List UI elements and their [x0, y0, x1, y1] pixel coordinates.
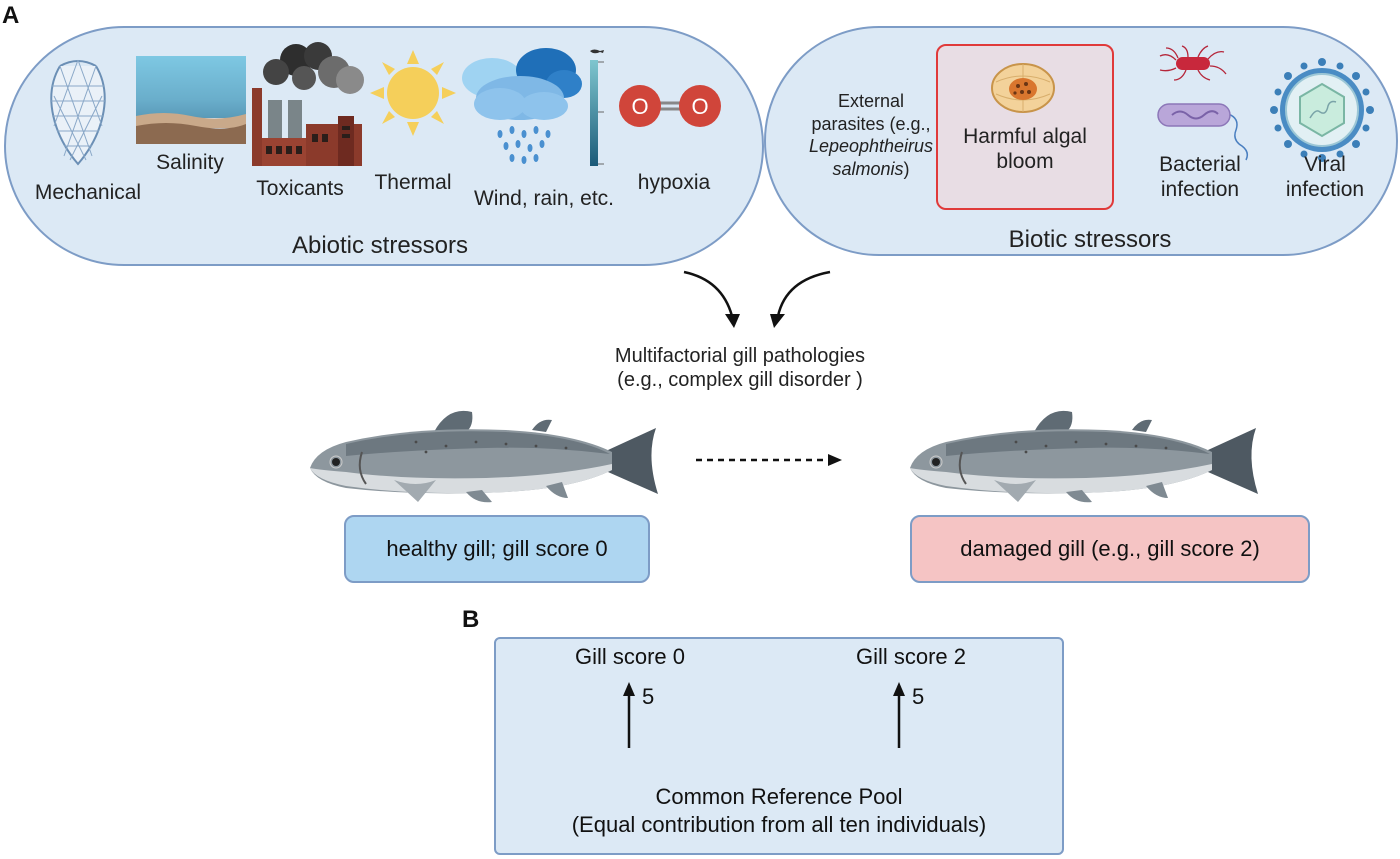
abiotic-stressors-panel — [4, 26, 764, 266]
gill-score-2-label: Gill score 2 — [855, 644, 967, 669]
factory-smoke-icon — [252, 42, 364, 166]
arrow-up-left — [623, 682, 635, 748]
rain-cloud-icon — [462, 48, 582, 164]
bacterial-line2: infection — [1160, 178, 1240, 202]
healthy-salmon-icon — [310, 410, 658, 503]
harmful-algal-bloom-line1: Harmful algal — [963, 125, 1087, 148]
healthy-gill-box: healthy gill; gill score 0 — [344, 515, 650, 583]
mechanical-label: Mechanical — [34, 181, 142, 204]
wind-rain-label: Wind, rain, etc. — [473, 187, 615, 210]
parasites-line2: parasites (e.g., — [811, 113, 931, 134]
pathology-line1: Multifactorial gill pathologies — [614, 345, 866, 367]
hypoxia-label: hypoxia — [637, 171, 711, 194]
arrow-right-head — [770, 314, 785, 328]
pathology-line2: (e.g., complex gill disorder ) — [617, 369, 863, 391]
common-reference-pool-subtitle: (Equal contribution from all ten individ… — [571, 812, 987, 837]
damaged-salmon-icon — [910, 410, 1258, 503]
thermal-label: Thermal — [374, 171, 452, 194]
pathology-caption: Multifactorial gill pathologies (e.g., c… — [560, 344, 920, 392]
harmful-algal-bloom-label: Harmful algal bloom — [940, 124, 1110, 174]
bacteria-rod-icon — [1157, 103, 1249, 161]
biotic-stressors-title: Biotic stressors — [1008, 226, 1172, 253]
bacteria-flagellated-icon — [1159, 45, 1227, 81]
gill-score-2-count: 5 — [912, 684, 925, 709]
parasites-species-line1: Lepeophtheirus — [808, 136, 934, 156]
external-parasites-label: External parasites (e.g., Lepeophtheirus… — [796, 90, 946, 180]
viral-infection-label: Viral infection — [1272, 152, 1378, 202]
bacterial-line1: Bacterial — [1159, 153, 1241, 176]
arrow-up-right — [893, 682, 905, 748]
bacterial-infection-label: Bacterial infection — [1140, 152, 1260, 202]
converging-arrows — [683, 270, 831, 328]
net-icon — [50, 59, 106, 166]
gill-score-0-label: Gill score 0 — [574, 644, 686, 669]
gill-score-0-count: 5 — [642, 684, 655, 709]
oxygen-atom-left-label: O — [631, 94, 648, 119]
damaged-gill-box: damaged gill (e.g., gill score 2) — [910, 515, 1310, 583]
harmful-algal-bloom-line2: bloom — [996, 150, 1054, 174]
toxicants-label: Toxicants — [256, 177, 344, 200]
arrow-left-head — [725, 314, 740, 328]
parasites-close-paren: ) — [903, 158, 910, 179]
viral-line2: infection — [1285, 178, 1365, 202]
salinity-label: Salinity — [156, 151, 224, 174]
viral-line1: Viral — [1304, 153, 1346, 176]
sun-icon — [370, 50, 456, 136]
salinity-water-icon — [136, 56, 246, 144]
common-reference-pool-title: Common Reference Pool — [655, 784, 903, 809]
virus-icon — [1270, 58, 1374, 162]
reference-pool-panel — [494, 637, 1064, 855]
parasites-species-line2: salmonis — [832, 158, 904, 179]
parasites-line1: External — [837, 91, 905, 111]
progression-dashed-arrow — [696, 454, 842, 466]
panel-a-letter: A — [2, 2, 20, 29]
depth-gauge-icon — [590, 49, 604, 166]
parasites-species-line2-wrap: salmonis) — [796, 158, 946, 181]
abiotic-stressors-title: Abiotic stressors — [291, 232, 469, 259]
oxygen-molecule-icon: O O — [619, 85, 721, 127]
oxygen-atom-right-label: O — [691, 94, 708, 119]
panel-b-letter: B — [462, 606, 480, 633]
algae-cell-icon — [991, 63, 1055, 113]
